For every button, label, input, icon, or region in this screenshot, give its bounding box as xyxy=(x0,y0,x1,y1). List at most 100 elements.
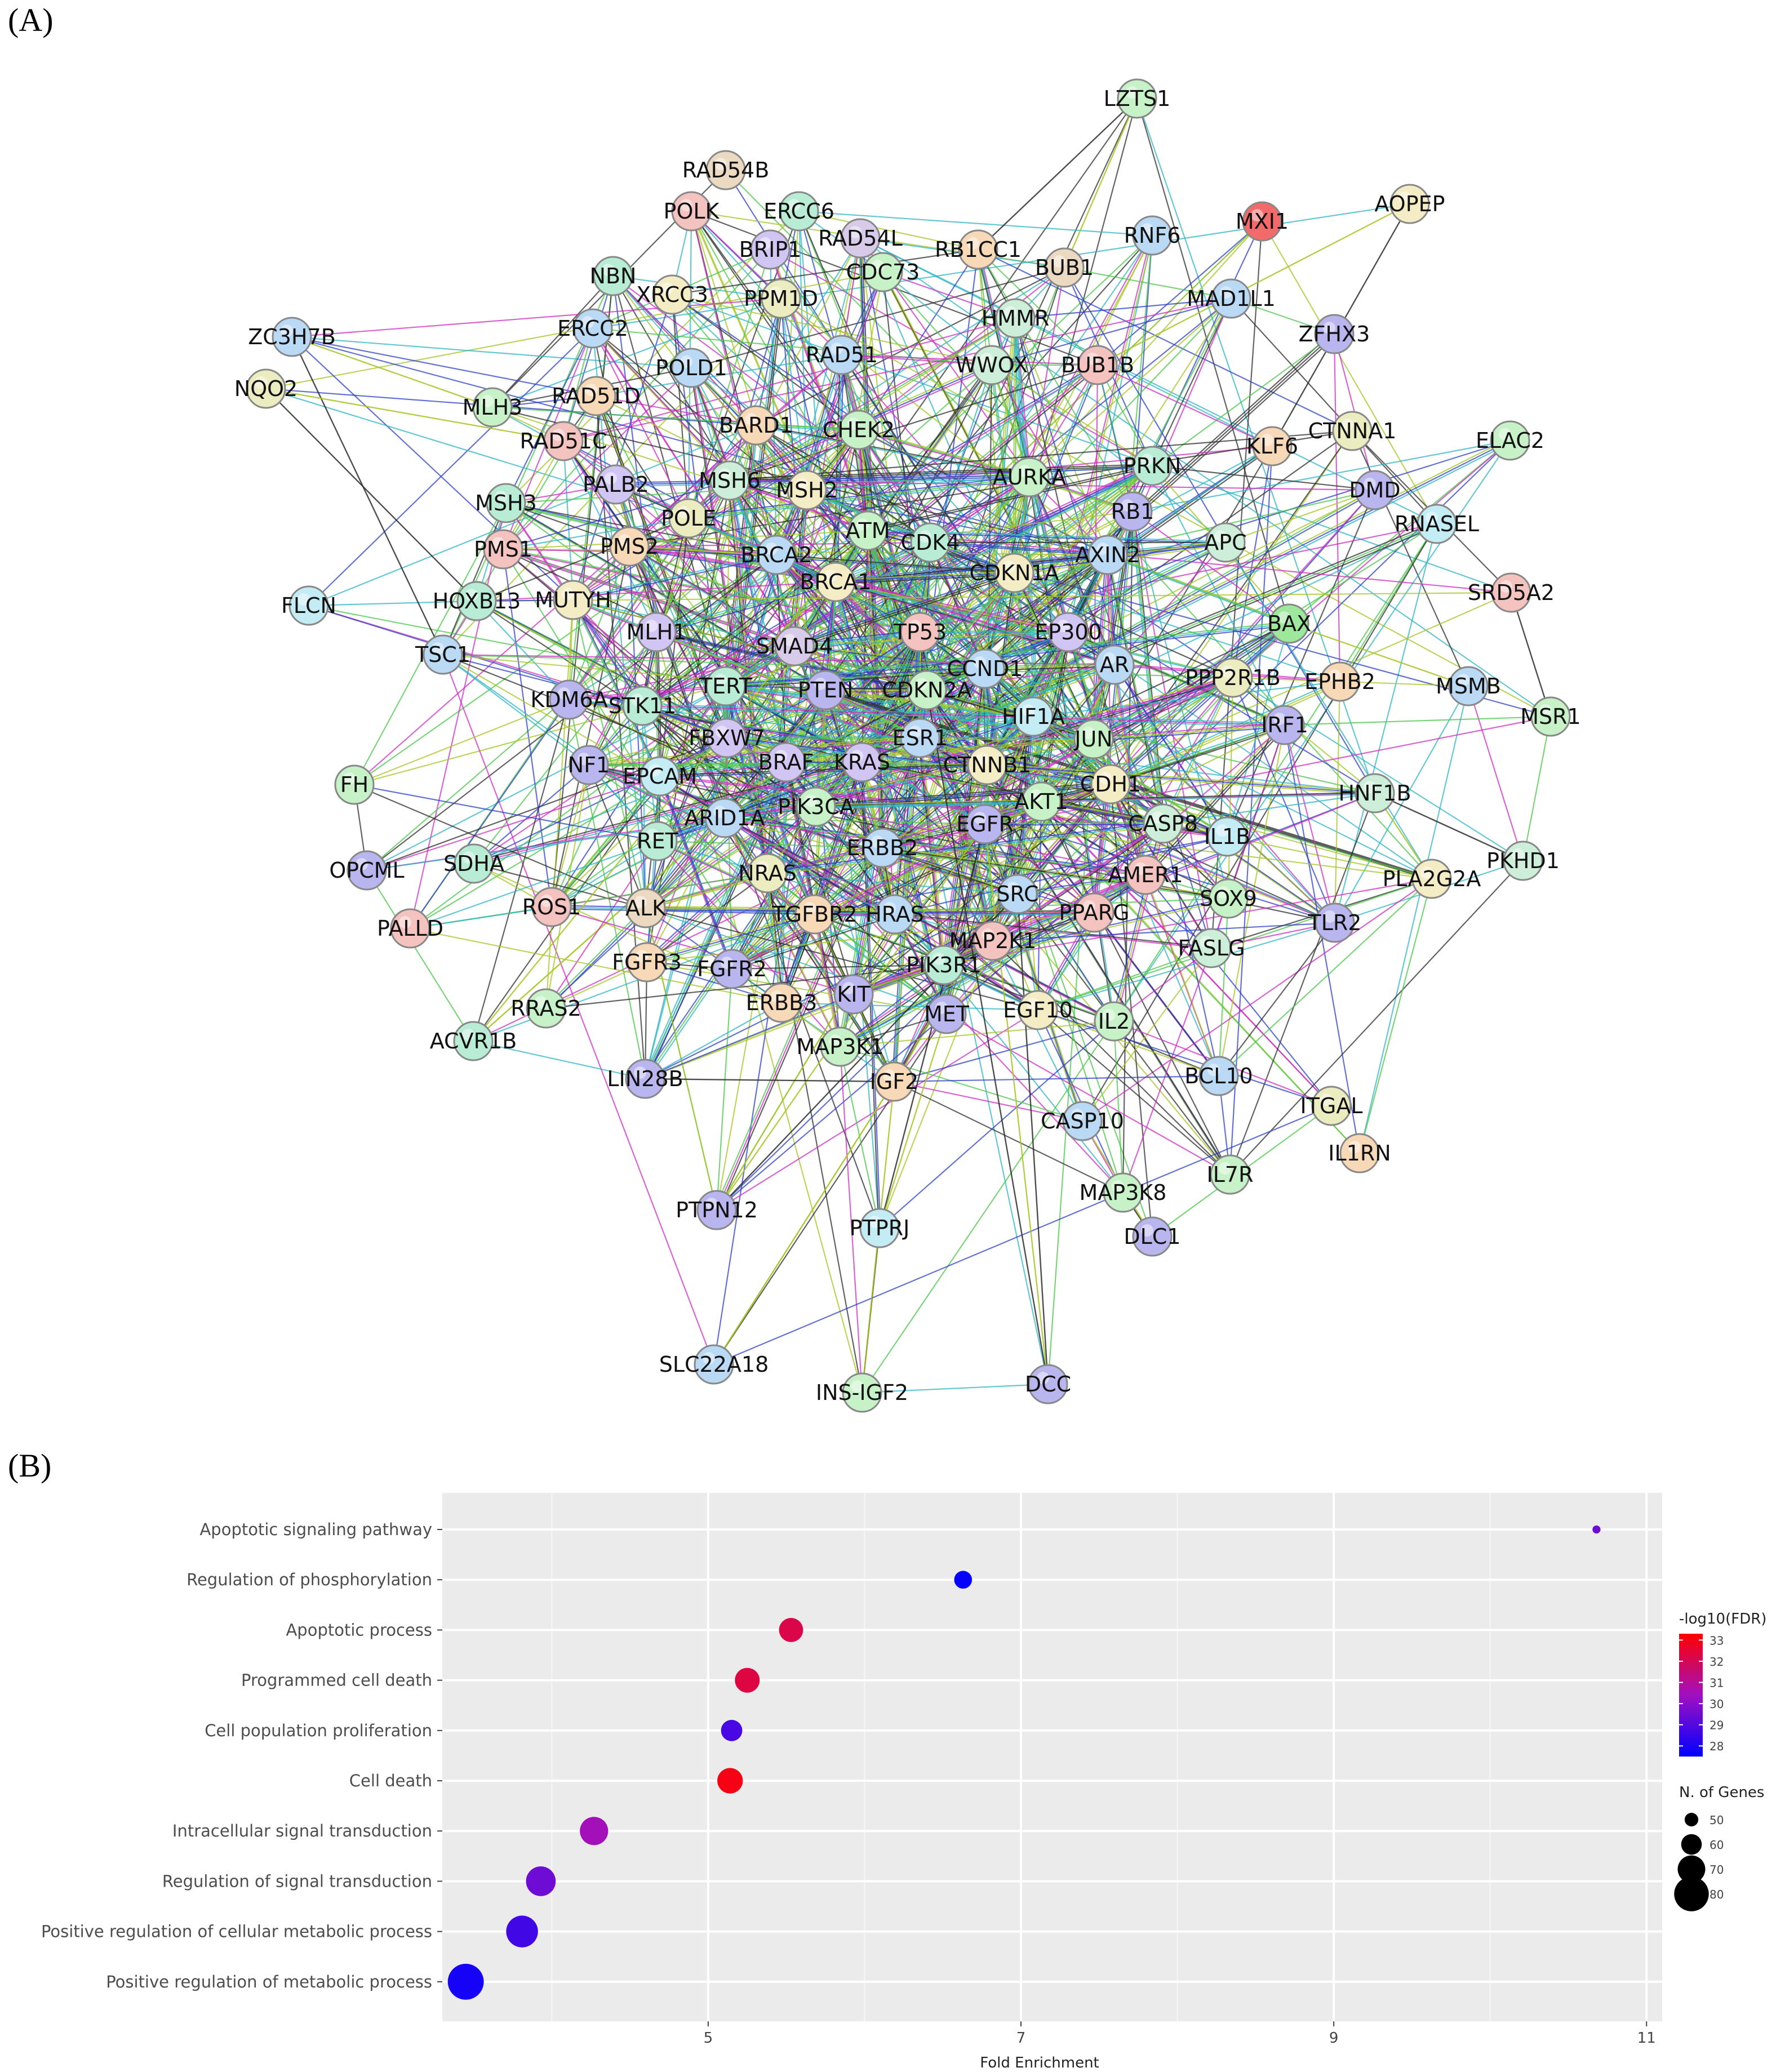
network-edge xyxy=(1218,878,1432,1077)
node-circle xyxy=(569,745,609,785)
network-edge xyxy=(1113,948,1212,1022)
network-edge xyxy=(688,476,1030,519)
network-edge xyxy=(657,761,863,842)
network-edge xyxy=(814,914,841,1047)
node-circle xyxy=(1530,696,1571,737)
node-circle xyxy=(625,888,666,928)
network-node: AMER1 xyxy=(1108,855,1183,895)
node-label: ZFHX3 xyxy=(1299,322,1370,346)
node-label: IGF2 xyxy=(870,1069,919,1094)
node-highlight xyxy=(1004,306,1016,318)
network-node: MET xyxy=(924,994,970,1034)
network-edge xyxy=(1016,873,1145,894)
y-tick-label: Apoptotic process xyxy=(286,1620,432,1639)
network-edge xyxy=(798,210,1153,237)
node-circle xyxy=(1448,666,1489,706)
node-highlight xyxy=(765,543,778,555)
node-label: FGFR3 xyxy=(612,950,682,975)
node-highlight xyxy=(535,996,547,1008)
node-highlight xyxy=(1003,561,1015,573)
network-node: SRC xyxy=(996,874,1039,914)
network-edge xyxy=(1218,724,1286,1077)
network-node: FGFR3 xyxy=(612,942,682,982)
node-highlight xyxy=(1096,543,1109,555)
network-node: MLH3 xyxy=(463,387,522,428)
node-label: AKT1 xyxy=(1014,789,1068,814)
x-tick-label: 5 xyxy=(704,2030,713,2047)
node-label: PRKN xyxy=(1124,453,1182,478)
node-highlight xyxy=(919,530,931,543)
node-highlight xyxy=(1022,704,1034,717)
network-edge xyxy=(473,764,589,864)
network-edge xyxy=(1037,878,1432,1011)
network-node: OPCML xyxy=(329,850,405,891)
network-edge xyxy=(1122,1105,1332,1194)
network-edge xyxy=(658,583,838,635)
network-node: EPCAM xyxy=(623,756,697,797)
network-node: IGF2 xyxy=(870,1061,919,1102)
node-label: RAD51C xyxy=(519,429,607,453)
node-highlight xyxy=(759,237,771,250)
node-label: MSMB xyxy=(1436,674,1501,699)
node-highlight xyxy=(718,468,731,481)
node-circle xyxy=(1315,902,1355,943)
node-highlight xyxy=(713,806,726,818)
network-edge xyxy=(722,815,1144,874)
node-circle xyxy=(640,756,680,797)
node-circle xyxy=(997,874,1038,914)
network-node: CTNNB1 xyxy=(943,745,1031,785)
network-edge xyxy=(860,238,1551,717)
node-highlight xyxy=(1141,1224,1153,1237)
node-label: RAD54L xyxy=(818,226,903,251)
network-edge xyxy=(410,840,658,930)
network-node: ERBB3 xyxy=(746,982,817,1023)
network-edge xyxy=(839,1046,863,1393)
network-edge xyxy=(551,776,660,908)
network-edge xyxy=(729,364,1098,482)
network-node: PMS1 xyxy=(474,529,532,570)
network-edge xyxy=(409,503,507,929)
node-label: BARD1 xyxy=(719,413,793,438)
network-node: BRAF xyxy=(758,742,814,782)
network-edge xyxy=(612,275,782,300)
network-node: PIK3CA xyxy=(778,786,854,827)
network-edge xyxy=(880,845,1227,898)
network-edge xyxy=(853,632,1069,995)
network-edge xyxy=(503,441,564,550)
network-edge xyxy=(729,430,1353,482)
node-highlight xyxy=(1200,936,1213,948)
network-edge xyxy=(1097,203,1410,366)
node-highlight xyxy=(255,376,267,389)
network-edge xyxy=(1145,874,1332,1106)
network-node: NQO2 xyxy=(234,368,298,409)
network-edge xyxy=(835,572,1015,583)
network-edge xyxy=(1374,792,1524,862)
node-label: JUN xyxy=(1073,727,1112,752)
node-label: ROS1 xyxy=(522,895,581,919)
node-highlight xyxy=(909,620,921,632)
network-edge xyxy=(659,763,864,844)
network-edge xyxy=(473,761,863,865)
data-point xyxy=(779,1618,803,1642)
node-label: MSH3 xyxy=(475,491,537,515)
node-circle xyxy=(549,679,589,720)
network-node: RET xyxy=(637,821,679,861)
network-edge xyxy=(991,297,1232,366)
network-edge xyxy=(690,478,1032,521)
node-highlight xyxy=(680,355,692,368)
network-edge xyxy=(814,781,1109,806)
network-node: RB1CC1 xyxy=(935,229,1022,270)
node-circle xyxy=(761,982,802,1023)
node-label: MET xyxy=(924,1002,970,1026)
size-legend-dot xyxy=(1681,1834,1702,1855)
network-edge xyxy=(1091,782,1110,911)
network-edge xyxy=(659,761,787,777)
node-highlight xyxy=(581,316,594,328)
node-circle xyxy=(668,498,709,539)
network-node: ELAC2 xyxy=(1476,420,1544,461)
network-node: BUB1B xyxy=(1061,345,1134,385)
network-node: HNF1B xyxy=(1338,773,1411,813)
network-edge xyxy=(726,819,1116,1024)
node-highlight xyxy=(1214,530,1227,543)
node-circle xyxy=(766,742,806,782)
